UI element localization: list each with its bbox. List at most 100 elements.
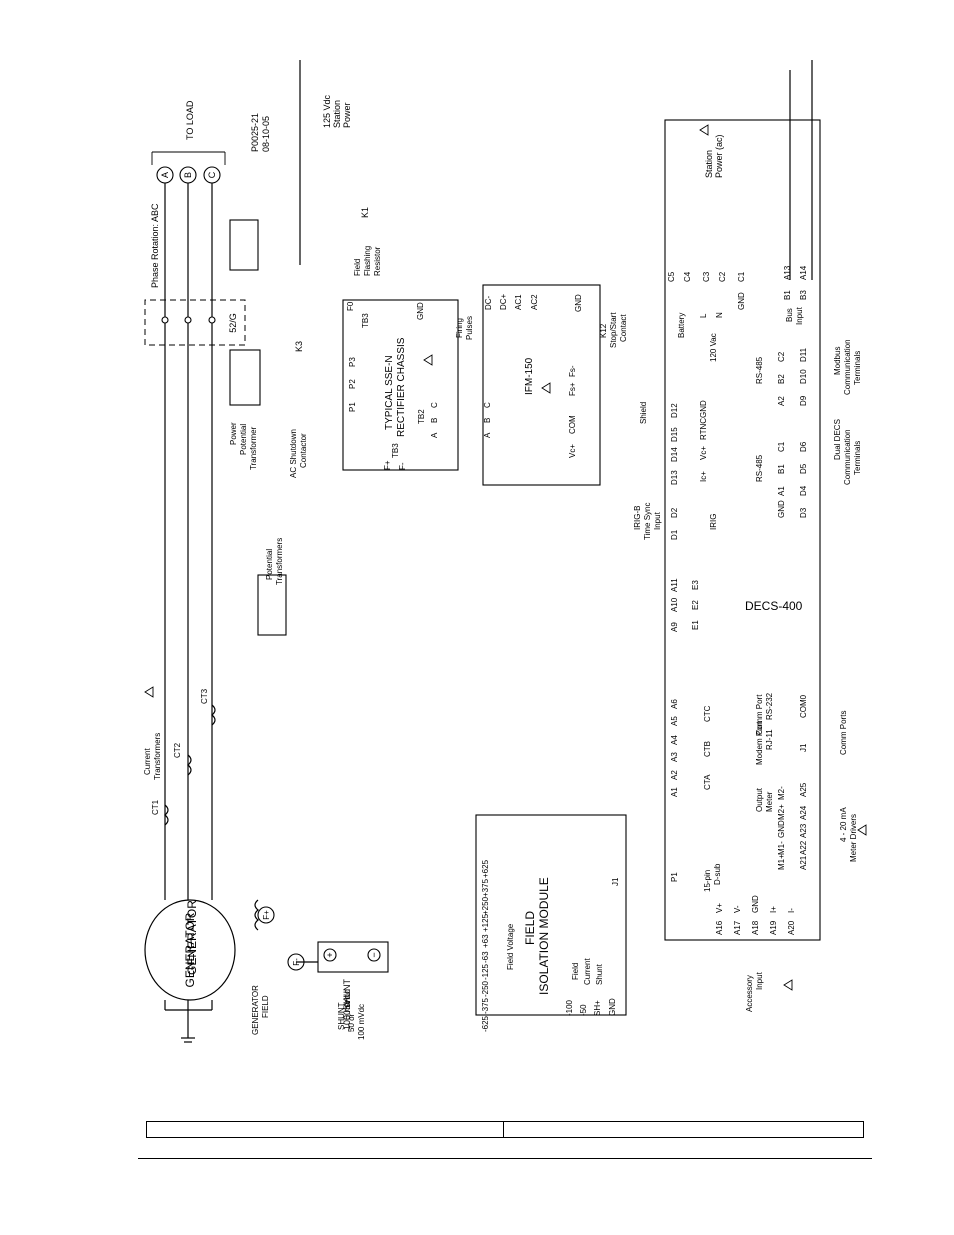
svg-text:-250: -250 — [481, 980, 490, 997]
svg-text:Meter: Meter — [765, 791, 774, 812]
svg-text:RECTIFIER CHASSIS: RECTIFIER CHASSIS — [396, 337, 407, 437]
svg-text:D15: D15 — [670, 427, 679, 442]
svg-text:D6: D6 — [799, 441, 808, 452]
svg-text:A1: A1 — [670, 787, 679, 797]
svg-text:A24: A24 — [799, 805, 808, 820]
svg-text:D1: D1 — [670, 529, 679, 540]
svg-text:A5: A5 — [670, 716, 679, 726]
svg-text:Transformers: Transformers — [275, 538, 284, 585]
svg-text:GND: GND — [608, 998, 617, 1016]
svg-text:C: C — [483, 402, 492, 408]
svg-text:Input: Input — [653, 511, 662, 530]
decs-e-terms: A11 A10 A9 E3 E2 E1 — [670, 578, 700, 632]
decs-meter-terms: A25 A24 A23 A22 A21 M2- M2+ GND M1- M1+ … — [755, 782, 858, 870]
svg-text:Station: Station — [332, 100, 342, 128]
svg-text:A18: A18 — [751, 920, 760, 935]
decs-gnd-label: GND — [737, 292, 746, 310]
ct3-label: CT3 — [200, 688, 209, 704]
svg-text:A6: A6 — [670, 699, 679, 709]
svg-text:C5: C5 — [667, 271, 676, 282]
svg-text:Time Sync: Time Sync — [643, 503, 652, 541]
station-power-ac-label: Station Power (ac) — [704, 134, 724, 178]
svg-text:-50: -50 — [579, 1004, 588, 1016]
rectifier-title: TYPICAL SSE-N RECTIFIER CHASSIS — [384, 337, 407, 437]
station-power-dc-label: 125 Vdc Station Power — [322, 94, 352, 128]
svg-text:RJ-11: RJ-11 — [765, 729, 774, 750]
svg-text:P1: P1 — [670, 872, 679, 882]
svg-text:E1: E1 — [691, 620, 700, 630]
svg-text:V+: V+ — [715, 903, 724, 913]
decs-comm-ports: Comm Ports COM0 RS-232 Comm Port J1 RJ-1… — [755, 692, 848, 765]
svg-text:Dual DECS: Dual DECS — [833, 419, 842, 460]
svg-text:D10: D10 — [799, 369, 808, 384]
svg-text:A2: A2 — [777, 396, 786, 406]
svg-text:C1: C1 — [777, 441, 786, 452]
svg-text:C: C — [207, 171, 217, 178]
footer-table — [146, 1121, 864, 1138]
svg-text:A25: A25 — [799, 782, 808, 797]
svg-text:P3: P3 — [348, 357, 357, 367]
svg-text:DECS-400: DECS-400 — [745, 599, 803, 613]
svg-text:A: A — [483, 432, 492, 438]
svg-text:+375: +375 — [481, 878, 490, 897]
ifm-gnd: GND — [574, 294, 583, 312]
generator: GENERATOR — [144, 175, 236, 1043]
decs-p1: P1 15-pin D-sub — [670, 863, 722, 892]
svg-text:D5: D5 — [799, 463, 808, 474]
footer-cell-left — [147, 1122, 504, 1137]
svg-text:E3: E3 — [691, 580, 700, 590]
power-potential-transformer-label: Power Potential Transformer — [229, 422, 258, 470]
svg-text:GENERATOR: GENERATOR — [251, 985, 260, 1035]
svg-text:A23: A23 — [799, 823, 808, 838]
svg-text:Contactor: Contactor — [299, 433, 308, 468]
svg-text:D12: D12 — [670, 403, 679, 418]
decs-irig-label: IRIG-B Time Sync Input IRIG — [633, 503, 718, 541]
shunt-label: SHUNT 50 or 100 mVdc — [337, 1002, 366, 1040]
ifm-k12-label: K12 Stop/Start Contact — [599, 312, 628, 348]
svg-text:Firing: Firing — [455, 318, 464, 338]
svg-text:Vc+: Vc+ — [568, 444, 577, 458]
svg-text:E2: E2 — [691, 600, 700, 610]
svg-text:C4: C4 — [683, 271, 692, 282]
svg-text:CTC: CTC — [703, 705, 712, 722]
svg-text:F+: F+ — [262, 910, 271, 920]
svg-text:Input: Input — [755, 971, 764, 990]
svg-text:100 mVdc: 100 mVdc — [357, 1004, 366, 1040]
generator-label: GENERATOR — [185, 900, 199, 975]
svg-text:Resistor: Resistor — [373, 246, 382, 276]
top-pt-box — [229, 219, 259, 271]
svg-text:B: B — [183, 172, 193, 178]
svg-text:50 or: 50 or — [342, 999, 352, 1020]
svg-text:RS-232: RS-232 — [765, 692, 774, 720]
svg-text:+: + — [325, 952, 335, 957]
svg-text:CTA: CTA — [703, 774, 712, 790]
svg-text:SHUNT: SHUNT — [342, 978, 352, 1010]
svg-text:Communication: Communication — [843, 429, 852, 485]
svg-text:+63: +63 — [481, 934, 490, 948]
svg-text:DC+: DC+ — [499, 293, 508, 310]
svg-text:Shunt: Shunt — [595, 963, 604, 985]
svg-text:A9: A9 — [670, 622, 679, 632]
svg-text:D4: D4 — [799, 485, 808, 496]
ifm-150 — [482, 284, 601, 486]
svg-text:A21: A21 — [799, 855, 808, 870]
ifm-fs-terms: Fs- Fs+ — [568, 365, 577, 396]
svg-text:D3: D3 — [799, 507, 808, 518]
svg-text:Power (ac): Power (ac) — [714, 134, 724, 178]
station-power-lines — [299, 60, 813, 280]
tb3-bottom-label: TB3 — [391, 443, 400, 458]
svg-text:50 or: 50 or — [347, 1013, 356, 1032]
svg-text:Potential: Potential — [239, 424, 248, 455]
svg-text:Fs-: Fs- — [568, 365, 577, 377]
svg-text:IRIG: IRIG — [709, 514, 718, 530]
svg-text:Terminals: Terminals — [853, 441, 862, 475]
svg-text:A2: A2 — [670, 770, 679, 780]
svg-text:FIELD: FIELD — [261, 995, 270, 1018]
svg-text:B: B — [483, 418, 492, 423]
drawing-number: P0025-21 08-10-05 — [250, 113, 271, 152]
svg-text:Accessory: Accessory — [745, 975, 754, 1012]
svg-text:GND: GND — [777, 500, 786, 518]
svg-text:C1: C1 — [737, 271, 746, 282]
rectifier-f-terms: F+ F- — [383, 460, 407, 470]
svg-text:P1: P1 — [348, 402, 357, 412]
